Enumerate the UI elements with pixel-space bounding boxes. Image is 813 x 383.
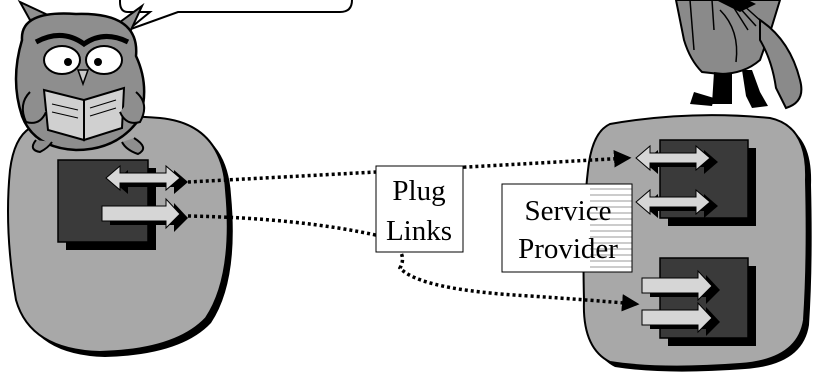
service-double-arrow-2: [635, 188, 718, 218]
speech-bubble: [119, 0, 353, 31]
plug-links-label-line2: Links: [386, 215, 452, 247]
plug-links-label-line1: Plug: [392, 175, 445, 207]
owl-reading-book-icon: [14, 0, 146, 156]
client-double-arrow-top: [105, 164, 188, 194]
service-component-box-bottom: [659, 257, 756, 346]
service-provider-label-line2: Provider: [518, 233, 618, 265]
plug-link-bottom: [187, 214, 640, 312]
service-double-arrow-1: [635, 144, 718, 174]
service-provider-label-line1: Service: [525, 195, 612, 227]
wizard-figure-icon: [674, 0, 803, 110]
service-provider-label-box: Service Provider: [501, 183, 633, 273]
service-arrow-4: [641, 301, 720, 336]
plug-links-label-box: Plug Links: [375, 165, 464, 253]
service-arrow-3: [641, 269, 720, 304]
client-arrow-bottom: [101, 197, 188, 232]
